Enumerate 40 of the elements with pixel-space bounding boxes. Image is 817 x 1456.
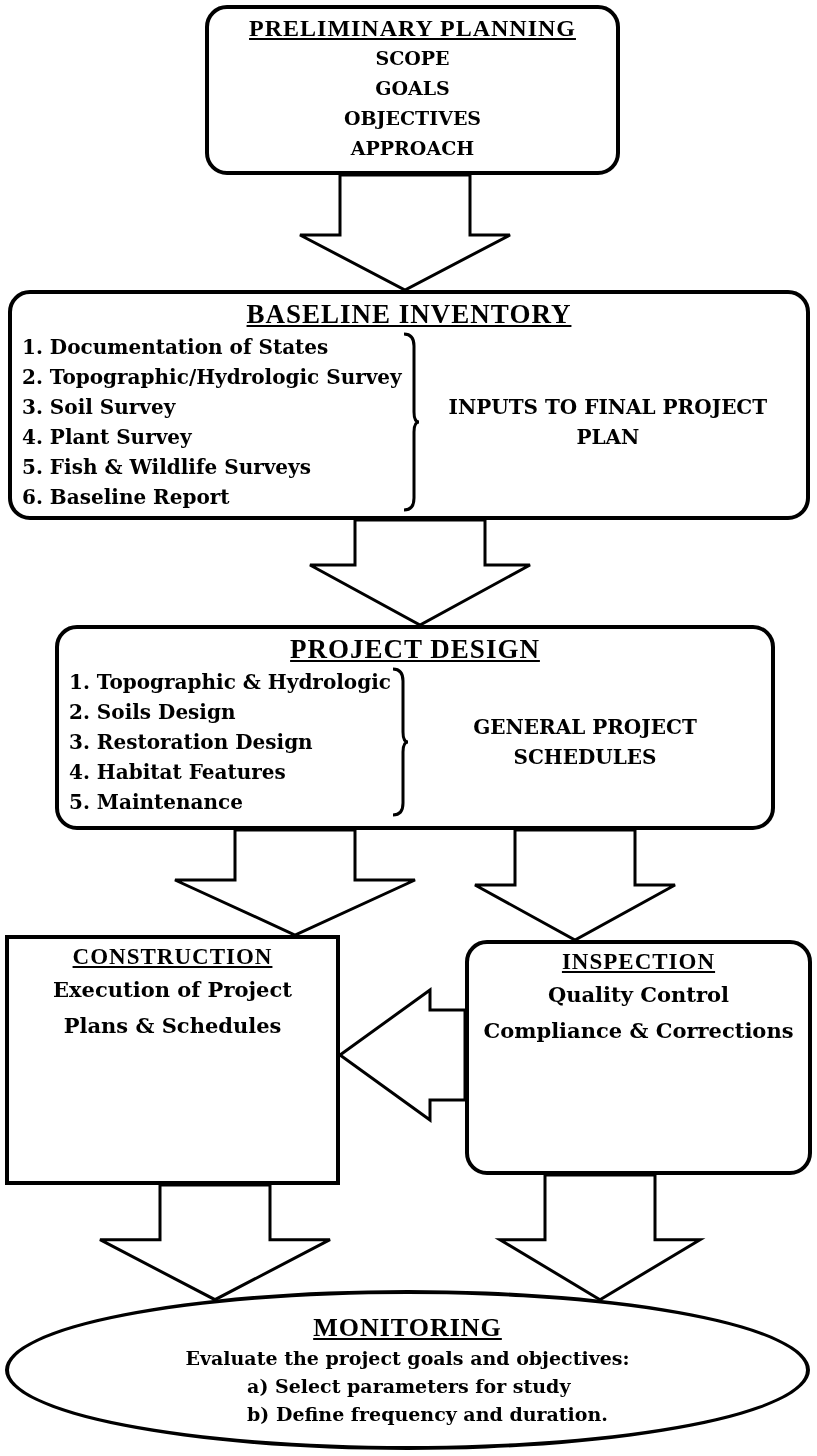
body-text: Execution of Project Plans & Schedules bbox=[52, 975, 293, 1040]
list-item: 2. Soils Design bbox=[69, 698, 237, 726]
list-item: b) Define frequency and duration. bbox=[247, 1402, 608, 1428]
box-title: BASELINE INVENTORY bbox=[246, 298, 572, 331]
body-text: GOALS bbox=[375, 76, 450, 101]
process-box bbox=[5, 935, 340, 1185]
list-item: 6. Baseline Report bbox=[22, 483, 231, 511]
list-item: 1. Topographic & Hydrologic bbox=[69, 668, 391, 696]
rounded-process-box bbox=[8, 290, 810, 520]
box-title: CONSTRUCTION bbox=[72, 943, 273, 971]
block-arrow bbox=[337, 987, 467, 1123]
block-arrow bbox=[98, 1183, 332, 1302]
block-arrow bbox=[298, 173, 512, 292]
body-text: SCOPE bbox=[375, 46, 450, 71]
box-title: PRELIMINARY PLANNING bbox=[249, 14, 576, 43]
list-item: 5. Maintenance bbox=[69, 788, 244, 816]
block-arrow bbox=[473, 828, 677, 942]
body-text: Evaluate the project goals and objectives: bbox=[185, 1346, 630, 1372]
box-title: PROJECT DESIGN bbox=[290, 633, 540, 666]
note-text: GENERAL PROJECT SCHEDULES bbox=[472, 713, 698, 771]
list-item: 1. Documentation of States bbox=[22, 333, 330, 361]
list-item: 3. Soil Survey bbox=[22, 393, 177, 421]
block-arrow bbox=[494, 1173, 706, 1302]
body-text: Quality Control Compliance & Corrections bbox=[482, 980, 795, 1045]
body-text: OBJECTIVES bbox=[343, 106, 482, 131]
list-item: 4. Plant Survey bbox=[22, 423, 193, 451]
block-arrow bbox=[308, 518, 532, 627]
box-title: INSPECTION bbox=[561, 948, 716, 976]
rounded-process-box bbox=[55, 625, 775, 830]
list-item: 2. Topographic/Hydrologic Survey bbox=[22, 363, 402, 391]
list-item: 3. Restoration Design bbox=[69, 728, 314, 756]
note-text: INPUTS TO FINAL PROJECT PLAN bbox=[447, 393, 769, 451]
block-arrow bbox=[173, 828, 417, 937]
box-title: MONITORING bbox=[313, 1311, 502, 1344]
list-item: 5. Fish & Wildlife Surveys bbox=[22, 453, 312, 481]
rounded-process-box bbox=[465, 940, 812, 1175]
rounded-process-box bbox=[205, 5, 620, 175]
list-item: a) Select parameters for study bbox=[247, 1374, 571, 1400]
body-text: APPROACH bbox=[350, 136, 475, 161]
list-item: 4. Habitat Features bbox=[69, 758, 287, 786]
